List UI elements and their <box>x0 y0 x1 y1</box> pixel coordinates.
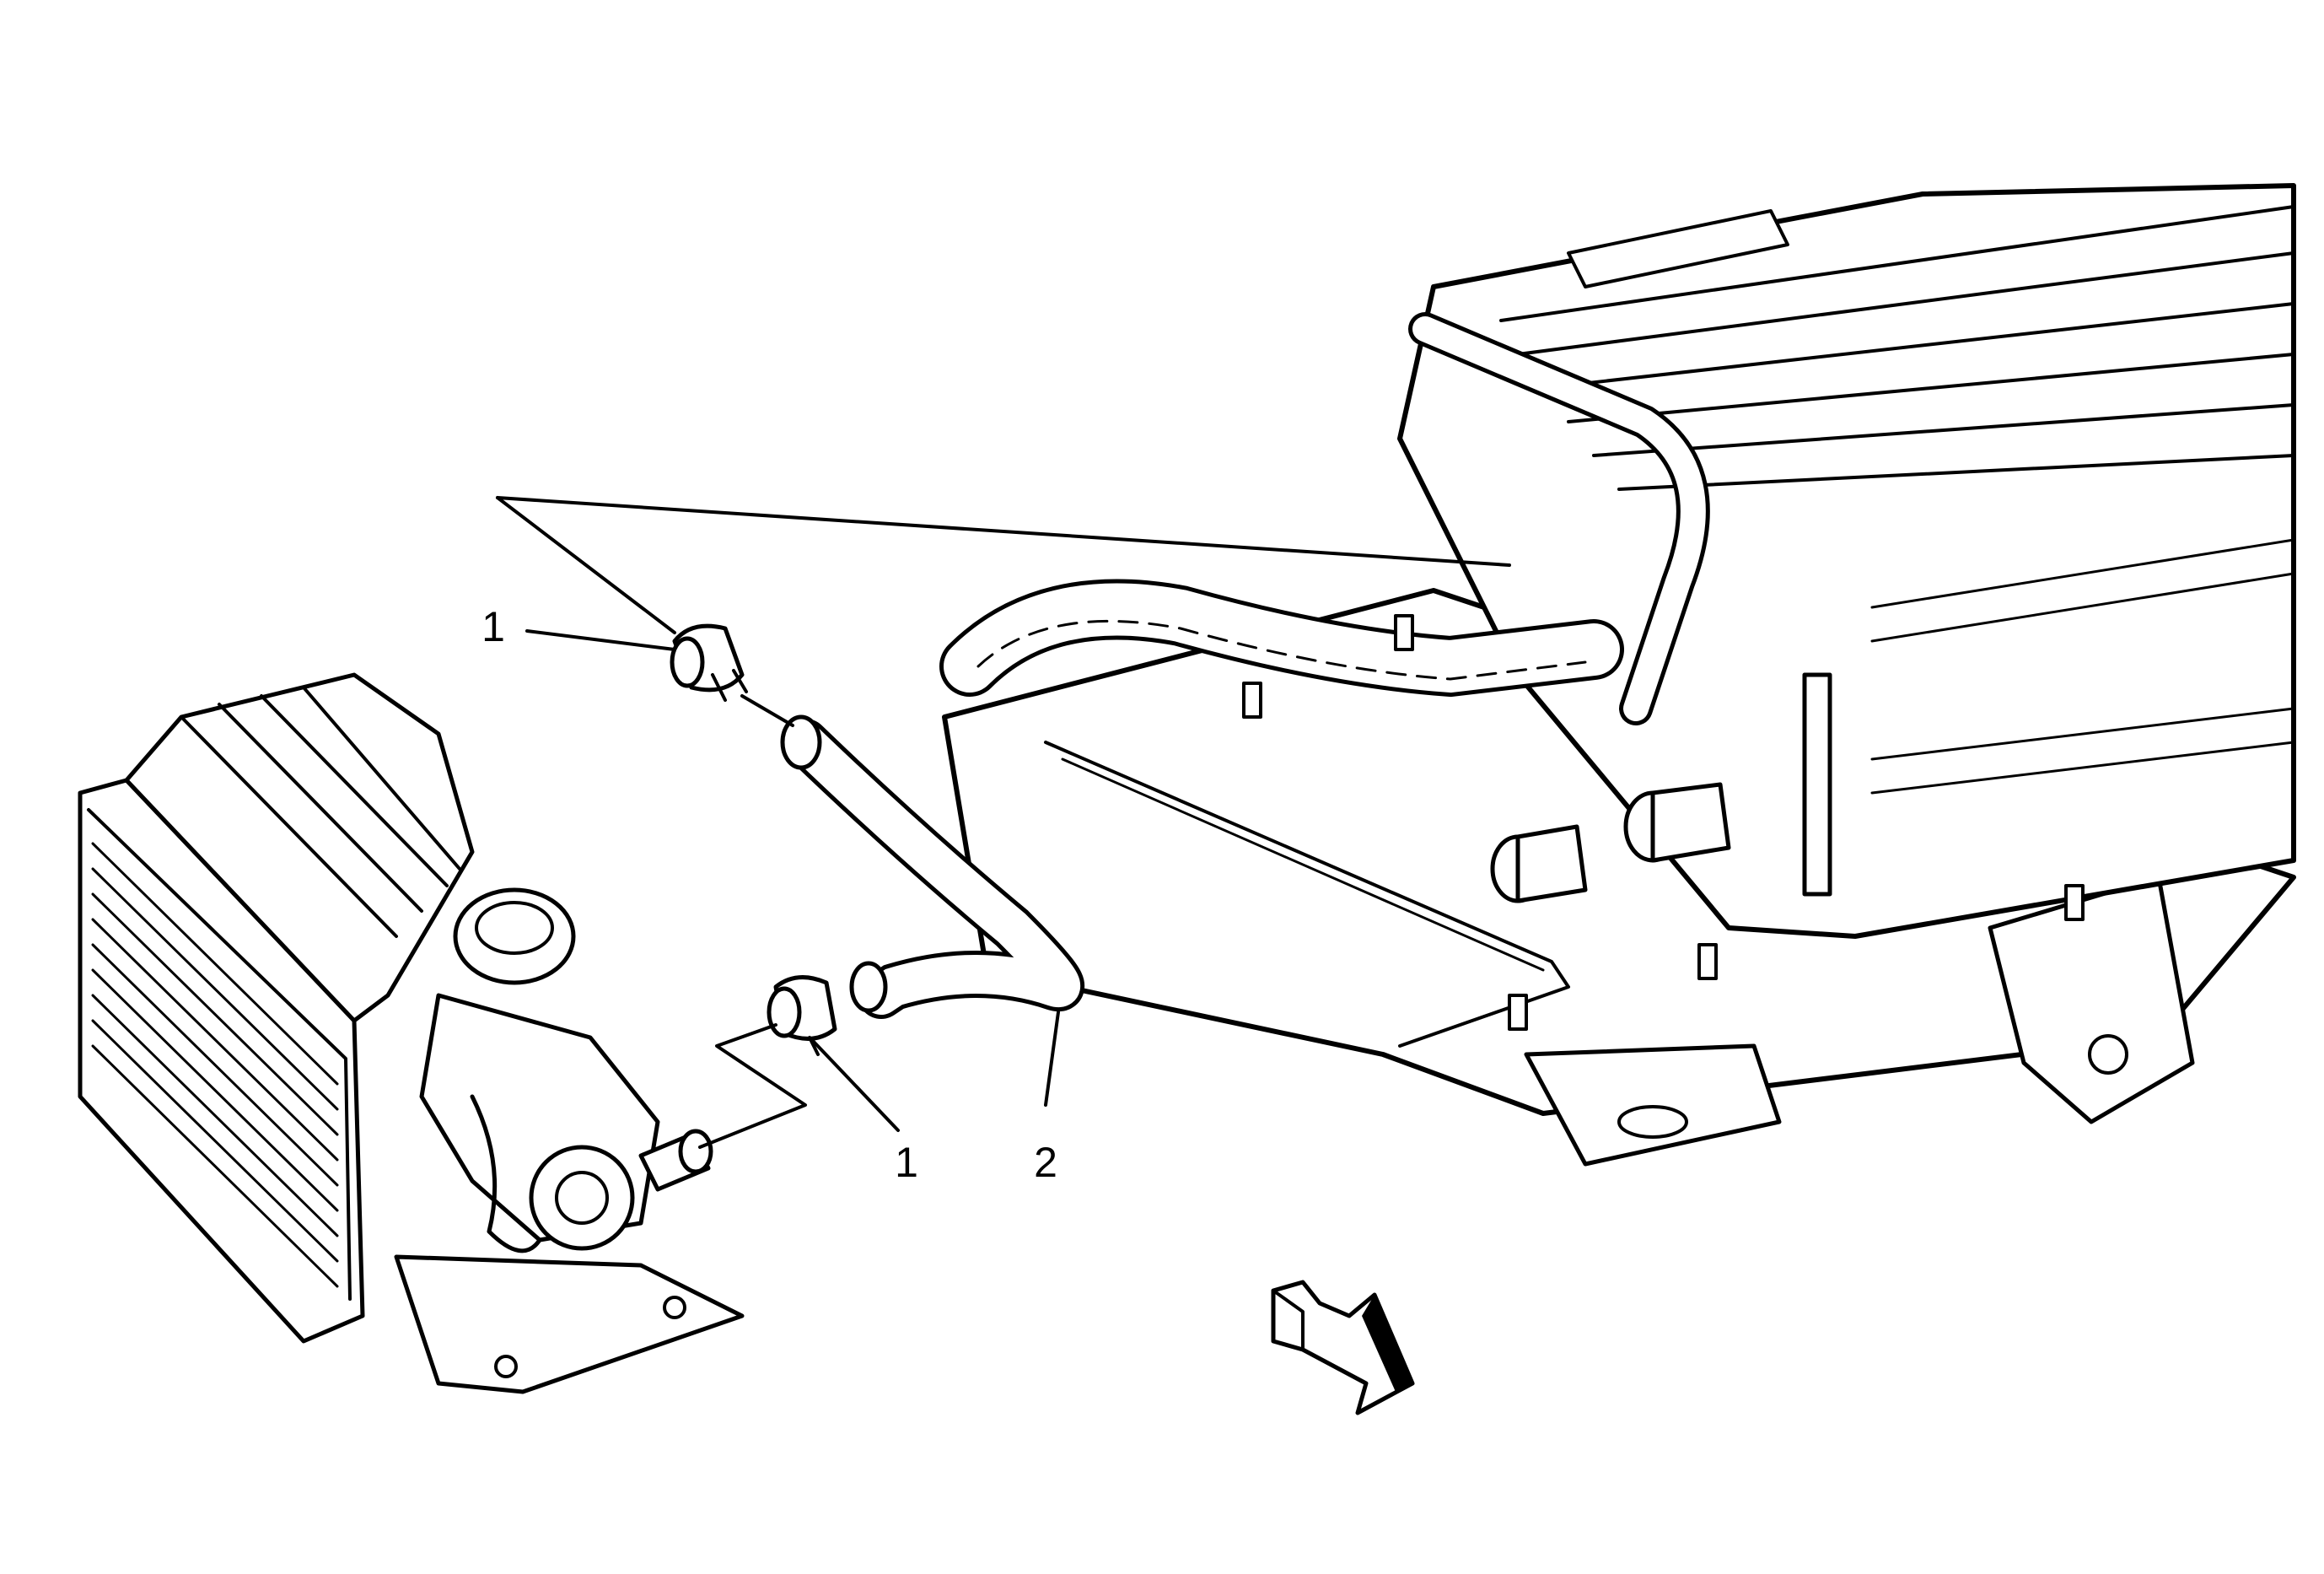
callout-label-2: 2 <box>1034 1139 1057 1186</box>
coolant-pump-assembly <box>78 672 745 1394</box>
hose-clamp-lower <box>767 975 837 1056</box>
coolant-hose <box>780 714 1085 1019</box>
callout-label-1-upper: 1 <box>481 603 505 650</box>
callout-label-1-lower: 1 <box>895 1139 918 1186</box>
front-direction-arrow-icon <box>1271 1280 1415 1415</box>
leader-lines <box>496 496 1511 1149</box>
hose-clamp-upper <box>670 623 748 702</box>
battery-pack-assembly <box>939 183 2296 1167</box>
